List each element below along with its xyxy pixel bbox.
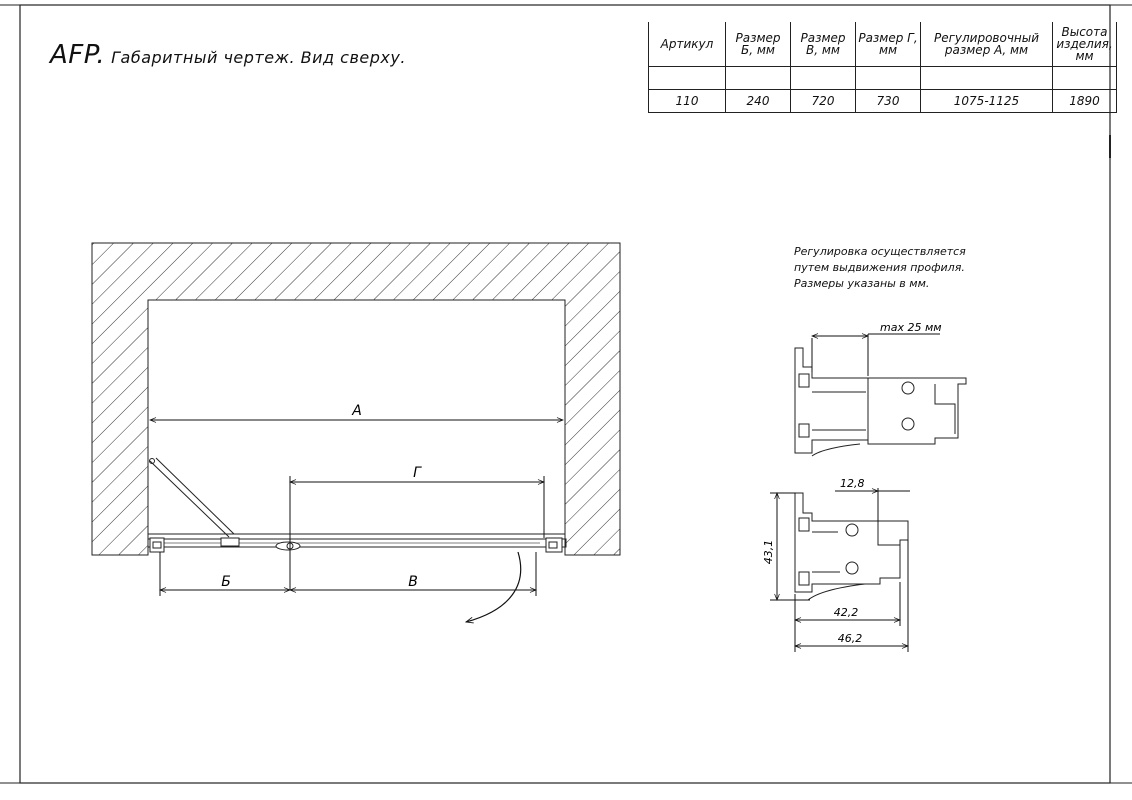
header-height: Высота изделия, мм — [1052, 22, 1117, 67]
cell-a: 1075-1125 — [920, 89, 1053, 113]
spec-header-row: Артикул Размер Б, мм Размер В, мм Размер… — [648, 22, 1117, 67]
dim-b-label: Б — [221, 574, 231, 590]
cell-g: 730 — [855, 89, 921, 113]
article-code: AFP. — [50, 40, 106, 70]
dim-462-label: 46,2 — [838, 632, 863, 645]
profile-collapsed — [770, 488, 910, 652]
dim-431-label: 43,1 — [762, 540, 775, 565]
spec-table: Артикул Размер Б, мм Размер В, мм Размер… — [648, 22, 1117, 113]
profile-extended — [794, 333, 967, 457]
dim-422-label: 42,2 — [834, 606, 859, 619]
title-text: Габаритный чертеж. Вид сверху. — [111, 48, 406, 67]
dim-v-label: В — [408, 574, 418, 590]
note-line-2: путем выдвижения профиля. — [794, 261, 965, 274]
cell-article: 110 — [648, 89, 726, 113]
note-line-3: Размеры указаны в мм. — [794, 277, 930, 290]
header-g: Размер Г, мм — [855, 22, 921, 67]
dim-a-label: А — [351, 403, 362, 419]
plan-view: А Г Б В — [91, 242, 621, 624]
spec-gap-row — [648, 66, 1117, 90]
note-line-1: Регулировка осуществляется — [794, 245, 966, 258]
max-label: max 25 мм — [880, 321, 942, 334]
adjustment-note: Регулировка осуществляется путем выдвиже… — [794, 244, 966, 292]
header-a: Регулировочный размер А, мм — [920, 22, 1053, 67]
dim-128-label: 12,8 — [840, 477, 865, 490]
header-v: Размер В, мм — [790, 22, 856, 67]
cell-height: 1890 — [1052, 89, 1117, 113]
page-title: AFP. Габаритный чертеж. Вид сверху. — [50, 40, 406, 70]
cell-b: 240 — [725, 89, 791, 113]
header-b: Размер Б, мм — [725, 22, 791, 67]
table-row: 110 240 720 730 1075-1125 1890 — [648, 89, 1117, 113]
dim-g-label: Г — [413, 465, 422, 481]
header-article: Артикул — [648, 22, 726, 67]
cell-v: 720 — [790, 89, 856, 113]
